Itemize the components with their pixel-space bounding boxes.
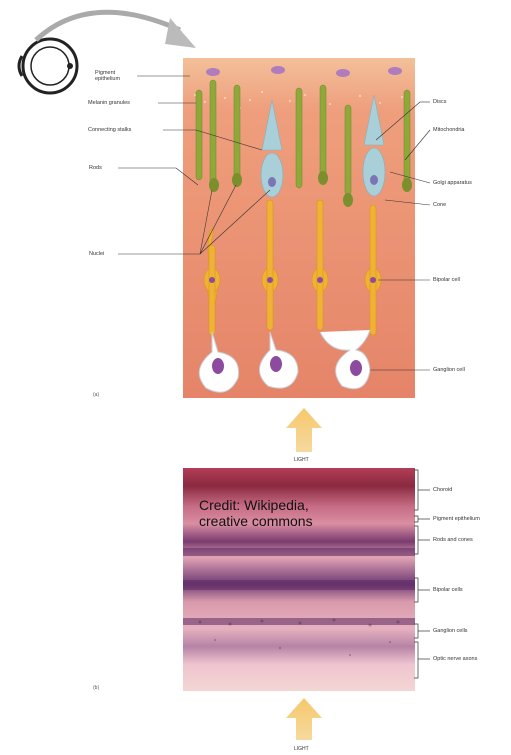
label-ganglion-cell: Ganglion cell [433,367,465,373]
label-bipolar-cells: Bipolar cells [433,587,463,593]
light-label-top: LIGHT [294,457,309,463]
label-golgi-apparatus: Golgi apparatus [433,180,472,186]
credit-line-1: Credit: Wikipedia, [199,497,313,513]
label-optic-nerve-axons: Optic nerve axons [433,656,477,662]
label-discs: Discs [433,99,446,105]
panel-tag-b: (b) [93,685,99,691]
panel-tag-a: (a) [93,392,99,398]
label-rods-and-cones: Rods and cones [433,537,473,543]
retina-cell-diagram [183,58,415,398]
light-arrow-icon [286,408,322,452]
label-rods: Rods [89,165,102,171]
credit-line-2: creative commons [199,513,313,529]
label-pigment-epithelium-histo: Pigment epithelium [433,516,480,522]
credit-text: Credit: Wikipedia, creative commons [199,497,313,529]
light-label-bottom: LIGHT [294,746,309,752]
curved-arrow-icon [36,12,196,48]
light-arrow-icon-bottom [286,698,322,740]
label-nuclei: Nuclei [89,251,104,257]
histology-brackets [414,470,430,678]
label-pigment-epithelium: Pigment epithelium [95,70,120,82]
label-melanin-granules: Melanin granules [88,100,130,106]
label-mitochondria: Mitochondria [433,127,465,133]
label-choroid: Choroid [433,487,452,493]
label-ganglion-cells: Ganglion cells [433,628,468,634]
label-connecting-stalks: Connecting stalks [88,127,131,133]
label-bipolar-cell: Bipolar cell [433,277,460,283]
eye-icon [19,39,77,93]
label-cone: Cone [433,202,446,208]
